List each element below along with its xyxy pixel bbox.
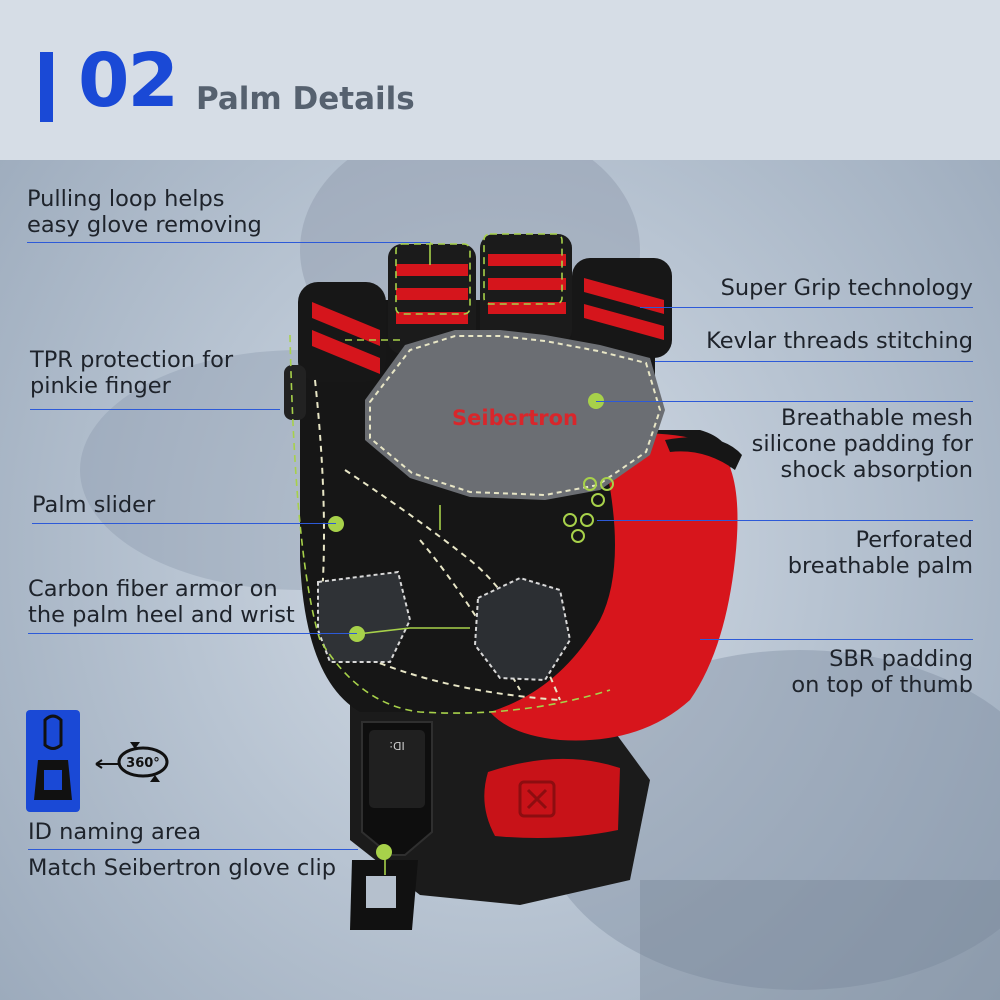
- glove-clip-icon: [26, 710, 80, 812]
- leader-sbr: [700, 639, 973, 640]
- callout-sbr-line2: on top of thumb: [791, 672, 973, 698]
- callout-id-naming: ID naming area: [28, 819, 202, 845]
- cuff-pad-logo: [518, 780, 556, 818]
- brand-print: Seibertron: [452, 406, 578, 430]
- callout-breathable-mesh-line3: shock absorption: [780, 457, 974, 483]
- callout-kevlar: Kevlar threads stitching: [706, 328, 973, 354]
- callout-pulling-loop: Pulling loop helps easy glove removing: [27, 186, 262, 238]
- leader-pulling-loop: [27, 242, 430, 243]
- leader-super-grip: [640, 307, 973, 308]
- leader-carbon-fiber: [28, 633, 357, 634]
- leader-perforated: [597, 520, 973, 521]
- callout-perforated: Perforated breathable palm: [788, 527, 973, 579]
- callout-carbon-fiber: Carbon fiber armor on the palm heel and …: [28, 576, 295, 628]
- callout-pulling-loop-line1: Pulling loop helps: [27, 186, 225, 212]
- leader-palm-slider: [32, 523, 336, 524]
- callout-pulling-loop-line2: easy glove removing: [27, 212, 262, 238]
- leader-kevlar: [655, 361, 973, 362]
- callout-breathable-mesh: Breathable mesh silicone padding for sho…: [752, 405, 973, 483]
- callout-breathable-mesh-line2: silicone padding for: [751, 431, 973, 457]
- rotate-360-icon: 360°: [95, 742, 169, 782]
- callout-tpr-line1: TPR protection for: [30, 347, 234, 373]
- callout-super-grip: Super Grip technology: [720, 275, 973, 301]
- callout-carbon-fiber-line1: Carbon fiber armor on: [28, 576, 278, 602]
- callout-breathable-mesh-line1: Breathable mesh: [781, 405, 973, 431]
- callout-tpr: TPR protection for pinkie finger: [30, 347, 233, 399]
- callout-tpr-line2: pinkie finger: [30, 373, 171, 399]
- section-title: Palm Details: [196, 81, 415, 117]
- callout-perforated-line2: breathable palm: [787, 553, 973, 579]
- section-number: 02: [78, 38, 179, 124]
- callout-glove-clip: Match Seibertron glove clip: [28, 855, 337, 881]
- callout-sbr-line1: SBR padding: [829, 646, 973, 672]
- id-tag-text: ID:: [389, 739, 404, 752]
- leader-breathable-mesh: [596, 401, 973, 402]
- callout-sbr: SBR padding on top of thumb: [791, 646, 973, 698]
- leader-tpr: [30, 409, 280, 410]
- section-header: 02 Palm Details: [0, 0, 1000, 160]
- header-accent-bar: [40, 52, 53, 122]
- leader-id-naming: [28, 849, 358, 850]
- callout-palm-slider: Palm slider: [32, 492, 156, 518]
- callout-perforated-line1: Perforated: [855, 527, 973, 553]
- feature-markers: [328, 393, 604, 860]
- rotation-badge: 360°: [126, 756, 160, 771]
- callout-carbon-fiber-line2: the palm heel and wrist: [28, 602, 295, 628]
